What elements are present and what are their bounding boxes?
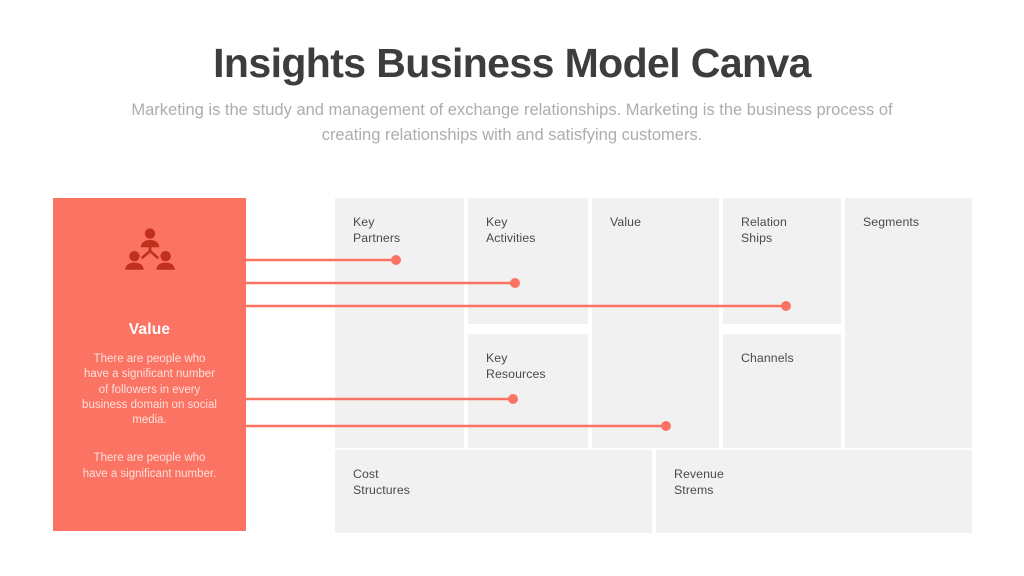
cell-label: Key Activities [486, 215, 536, 246]
cell-label: Key Partners [353, 215, 401, 246]
cell-label: Revenue Strems [674, 467, 724, 498]
header: Insights Business Model Canva Marketing … [0, 40, 1024, 148]
canvas-cell-cost-structures[interactable]: Cost Structures [335, 450, 652, 533]
value-panel[interactable]: Value There are people who have a signif… [53, 198, 246, 531]
canvas-cell-key-partners[interactable]: Key Partners [335, 198, 464, 448]
value-panel-paragraph-2: There are people who have a significant … [82, 452, 217, 480]
canvas-cell-key-activities[interactable]: Key Activities [468, 198, 588, 324]
canvas-cell-value[interactable]: Value [592, 198, 719, 448]
cell-label: Relation Ships [741, 215, 787, 246]
people-group-icon [124, 228, 175, 270]
canvas-cell-key-resources[interactable]: Key Resources [468, 334, 588, 448]
cell-label: Value [610, 215, 642, 229]
canvas-cell-revenue-streams[interactable]: Revenue Strems [656, 450, 972, 533]
canvas-cell-segments[interactable]: Segments [845, 198, 972, 448]
page-subtitle: Marketing is the study and management of… [131, 101, 893, 145]
value-panel-paragraph-1: There are people who have a significant … [82, 353, 217, 427]
cell-label: Segments [863, 215, 920, 229]
cell-label: Cost Structures [353, 467, 411, 498]
cell-label: Key Resources [486, 351, 546, 382]
cell-label: Channels [741, 351, 794, 365]
canvas-cell-channels[interactable]: Channels [723, 334, 841, 448]
canvas-cell-relationships[interactable]: Relation Ships [723, 198, 841, 324]
value-panel-title: Value [128, 321, 171, 338]
page-title: Insights Business Model Canva [213, 40, 811, 86]
